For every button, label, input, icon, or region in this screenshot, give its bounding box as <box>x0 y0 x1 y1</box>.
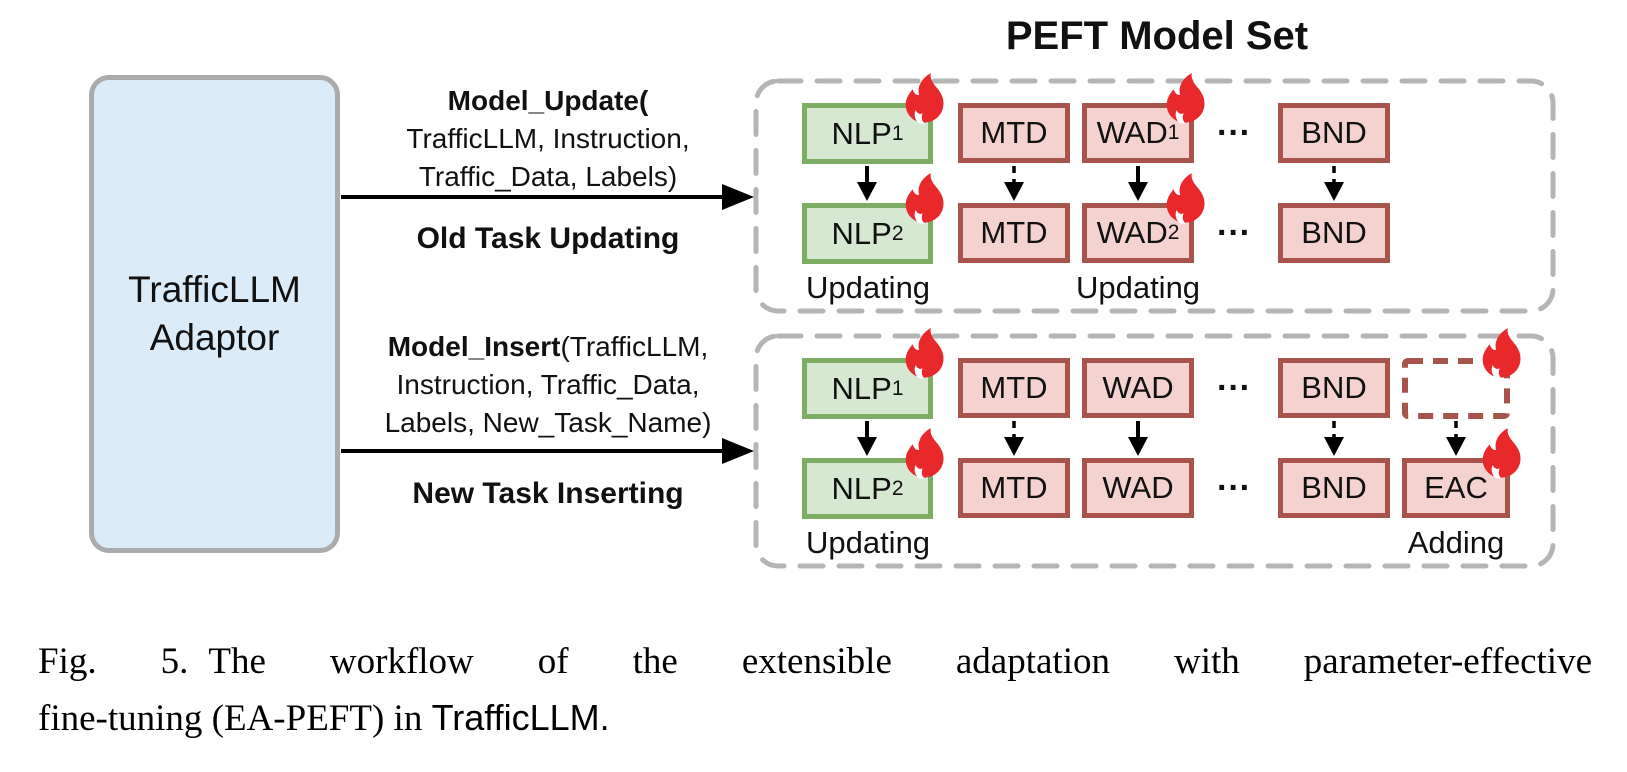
fire-icon <box>1480 326 1524 384</box>
insert-bnd-arrow <box>1324 421 1344 456</box>
caption-text-1: The workflow of the extensible adaptatio… <box>208 641 1592 682</box>
caption-text-2: fine-tuning (EA-PEFT) in <box>38 698 423 739</box>
update-mtd2-box: MTD <box>958 203 1070 263</box>
update-set-container <box>753 78 1556 314</box>
insert-bnd2-label: BND <box>1301 470 1367 505</box>
update-bnd2-label: BND <box>1301 215 1367 250</box>
adaptor-label-line1: TrafficLLM <box>128 269 301 310</box>
update-wad2-subscript: 2 <box>1167 221 1180 244</box>
insert-nlp2-label: NLP <box>831 470 892 506</box>
insert-bnd2-box: BND <box>1278 458 1390 518</box>
insert-nlp1-subscript: 1 <box>891 376 904 400</box>
insert-bnd1-label: BND <box>1301 370 1367 405</box>
figure-caption: Fig. 5. The workflow of the extensible ad… <box>38 634 1592 747</box>
model-insert-args-0: (TrafficLLM, <box>560 331 709 362</box>
update-mtd2-label: MTD <box>980 215 1048 250</box>
insert-mtd1-label: MTD <box>980 370 1048 405</box>
insert-row1-ellipsis: ··· <box>1217 369 1251 407</box>
update-mtd1-label: MTD <box>980 115 1048 150</box>
insert-nlp1-label: NLP <box>831 370 892 406</box>
old-task-updating-label: Old Task Updating <box>416 222 680 255</box>
update-nlp1-subscript: 1 <box>891 121 904 145</box>
update-mtd-arrow <box>1004 166 1024 201</box>
caption-line-1: Fig. 5. The workflow of the extensible ad… <box>38 634 1592 690</box>
insert-eac-arrow <box>1446 421 1466 456</box>
insert-wad1-box: WAD <box>1082 358 1194 418</box>
model-insert-args-2: Labels, New_Task_Name) <box>384 407 712 438</box>
adaptor-label-line2: Adaptor <box>149 317 280 358</box>
update-bnd2-box: BND <box>1278 203 1390 263</box>
model-update-name: Model_Update( <box>447 85 649 116</box>
insert-wad2-box: WAD <box>1082 458 1194 518</box>
update-wad-arrow <box>1128 166 1148 201</box>
model-insert-call: Model_Insert(TrafficLLM, Instruction, Tr… <box>348 328 748 442</box>
update-row2-ellipsis: ··· <box>1217 214 1251 252</box>
update-nlp2-subscript: 2 <box>891 221 904 245</box>
insert-bnd1-box: BND <box>1278 358 1390 418</box>
model-insert-args-1: Instruction, Traffic_Data, <box>396 369 700 400</box>
insert-mtd1-box: MTD <box>958 358 1070 418</box>
update-nlp-arrow <box>857 166 877 201</box>
model-update-call: Model_Update( TrafficLLM, Instruction, T… <box>348 82 748 196</box>
fire-icon <box>903 171 947 229</box>
new-task-inserting-label: New Task Inserting <box>412 477 684 510</box>
update-nlp1-label: NLP <box>831 115 892 151</box>
trafficllm-adaptor-box: TrafficLLM Adaptor <box>89 75 340 553</box>
update-wad1-subscript: 1 <box>1167 121 1180 144</box>
update-mtd1-box: MTD <box>958 103 1070 163</box>
insert-mtd-arrow <box>1004 421 1024 456</box>
model-update-args-2: Traffic_Data, Labels) <box>418 161 678 192</box>
fire-icon <box>1164 171 1208 229</box>
caption-figure-number: Fig. 5. <box>38 641 189 682</box>
insert-eac-label: EAC <box>1424 470 1488 505</box>
insert-nlp-status-label: Updating <box>805 525 931 560</box>
update-wad2-label: WAD <box>1096 215 1168 250</box>
insert-row2-ellipsis: ··· <box>1217 469 1251 507</box>
new-task-placeholder-box <box>1402 358 1510 419</box>
insert-eac-status-label: Adding <box>1407 525 1505 560</box>
fire-icon <box>903 71 947 129</box>
fire-icon <box>903 326 947 384</box>
fire-icon <box>1480 426 1524 484</box>
insert-wad1-label: WAD <box>1102 370 1174 405</box>
update-row1-ellipsis: ··· <box>1217 114 1251 152</box>
update-wad1-label: WAD <box>1096 115 1168 150</box>
fire-icon <box>1164 71 1208 129</box>
insert-mtd2-box: MTD <box>958 458 1070 518</box>
update-nlp2-label: NLP <box>831 215 892 251</box>
update-bnd1-box: BND <box>1278 103 1390 163</box>
caption-line-2: fine-tuning (EA-PEFT) in TrafficLLM. <box>38 690 1592 747</box>
update-bnd-arrow <box>1324 166 1344 201</box>
insert-nlp-arrow <box>857 421 877 456</box>
caption-brand: TrafficLLM. <box>431 697 610 738</box>
peft-model-set-title: PEFT Model Set <box>1005 14 1309 58</box>
model-update-arrow <box>341 184 754 210</box>
insert-mtd2-label: MTD <box>980 470 1048 505</box>
insert-set-container <box>753 333 1556 569</box>
insert-nlp2-subscript: 2 <box>891 476 904 500</box>
model-insert-name: Model_Insert <box>387 331 561 362</box>
fire-icon <box>903 426 947 484</box>
update-bnd1-label: BND <box>1301 115 1367 150</box>
model-update-args-1: TrafficLLM, Instruction, <box>406 123 690 154</box>
insert-wad-arrow <box>1128 421 1148 456</box>
update-wad-status-label: Updating <box>1075 270 1201 305</box>
insert-wad2-label: WAD <box>1102 470 1174 505</box>
update-nlp-status-label: Updating <box>805 270 931 305</box>
diagram-overlay <box>341 78 1556 569</box>
model-insert-arrow <box>341 438 754 464</box>
